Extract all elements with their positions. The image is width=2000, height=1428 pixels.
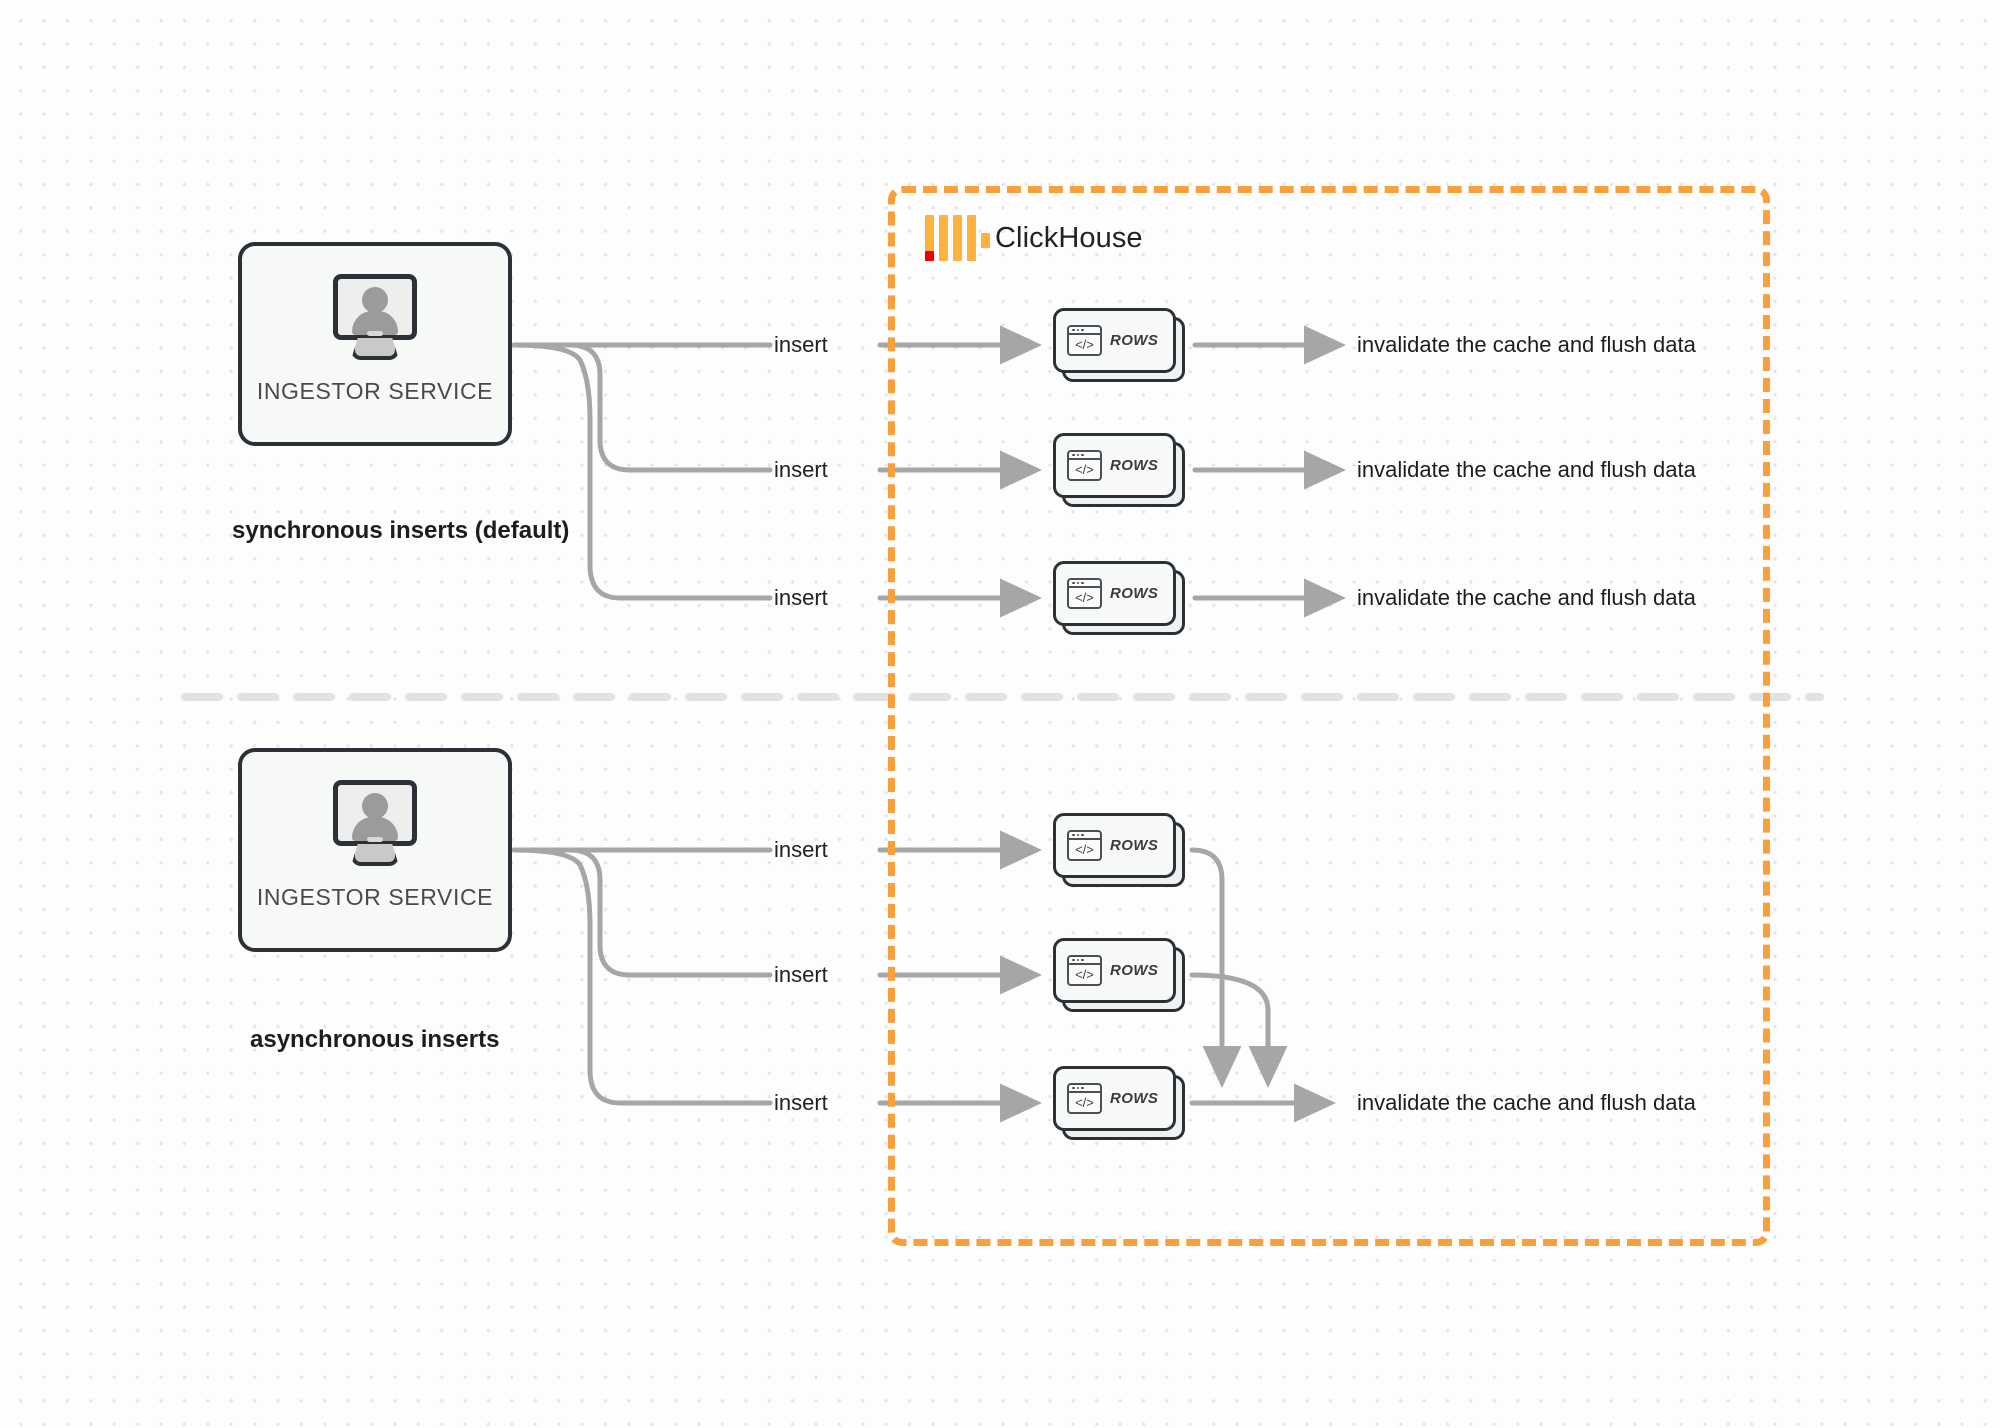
rows-node-sync-2[interactable]: </> ROWS xyxy=(1053,433,1185,507)
code-window-icon: </> xyxy=(1067,578,1102,609)
section-caption-synchronous: synchronous inserts (default) xyxy=(232,517,570,544)
code-window-icon: </> xyxy=(1067,325,1102,356)
rows-card: </> ROWS xyxy=(1053,938,1176,1003)
monitor-user-icon xyxy=(329,780,421,866)
rows-card: </> ROWS xyxy=(1053,813,1176,878)
flush-label-sync-1: invalidate the cache and flush data xyxy=(1357,332,1696,357)
monitor-user-icon xyxy=(329,274,421,360)
code-window-icon: </> xyxy=(1067,830,1102,861)
code-window-icon: </> xyxy=(1067,955,1102,986)
edge-async-trunk-2 xyxy=(567,847,773,978)
insert-label-sync-1: insert xyxy=(774,332,828,357)
clickhouse-logo-icon xyxy=(925,215,990,261)
rows-label: ROWS xyxy=(1110,585,1159,602)
insert-label-sync-2: insert xyxy=(774,457,828,482)
ingestor-service-node-async[interactable]: INGESTOR SERVICE xyxy=(238,748,512,952)
rows-node-sync-3[interactable]: </> ROWS xyxy=(1053,561,1185,635)
code-window-icon: </> xyxy=(1067,450,1102,481)
insert-label-async-1: insert xyxy=(774,837,828,862)
edge-sync-trunk-3 xyxy=(511,342,773,601)
rows-card: </> ROWS xyxy=(1053,1066,1176,1131)
rows-card: </> ROWS xyxy=(1053,308,1176,373)
clickhouse-boundary xyxy=(888,186,1770,1246)
rows-node-async-3[interactable]: </> ROWS xyxy=(1053,1066,1185,1140)
rows-card: </> ROWS xyxy=(1053,433,1176,498)
rows-label: ROWS xyxy=(1110,837,1159,854)
edge-sync-trunk-2 xyxy=(567,342,773,473)
rows-node-async-2[interactable]: </> ROWS xyxy=(1053,938,1185,1012)
clickhouse-brand: ClickHouse xyxy=(925,215,1143,261)
rows-label: ROWS xyxy=(1110,962,1159,979)
rows-label: ROWS xyxy=(1110,1090,1159,1107)
ingestor-service-node-sync[interactable]: INGESTOR SERVICE xyxy=(238,242,512,446)
rows-node-sync-1[interactable]: </> ROWS xyxy=(1053,308,1185,382)
rows-label: ROWS xyxy=(1110,457,1159,474)
ingestor-service-label-async: INGESTOR SERVICE xyxy=(256,884,494,910)
rows-node-async-1[interactable]: </> ROWS xyxy=(1053,813,1185,887)
section-caption-asynchronous: asynchronous inserts xyxy=(250,1026,500,1053)
flush-label-async: invalidate the cache and flush data xyxy=(1357,1090,1696,1115)
edge-async-trunk-3 xyxy=(511,847,773,1106)
insert-label-async-3: insert xyxy=(774,1090,828,1115)
rows-label: ROWS xyxy=(1110,332,1159,349)
code-window-icon: </> xyxy=(1067,1083,1102,1114)
insert-label-async-2: insert xyxy=(774,962,828,987)
flush-label-sync-2: invalidate the cache and flush data xyxy=(1357,457,1696,482)
clickhouse-brand-label: ClickHouse xyxy=(995,221,1143,254)
ingestor-service-label-sync: INGESTOR SERVICE xyxy=(256,378,494,404)
insert-label-sync-3: insert xyxy=(774,585,828,610)
rows-card: </> ROWS xyxy=(1053,561,1176,626)
flush-label-sync-3: invalidate the cache and flush data xyxy=(1357,585,1696,610)
